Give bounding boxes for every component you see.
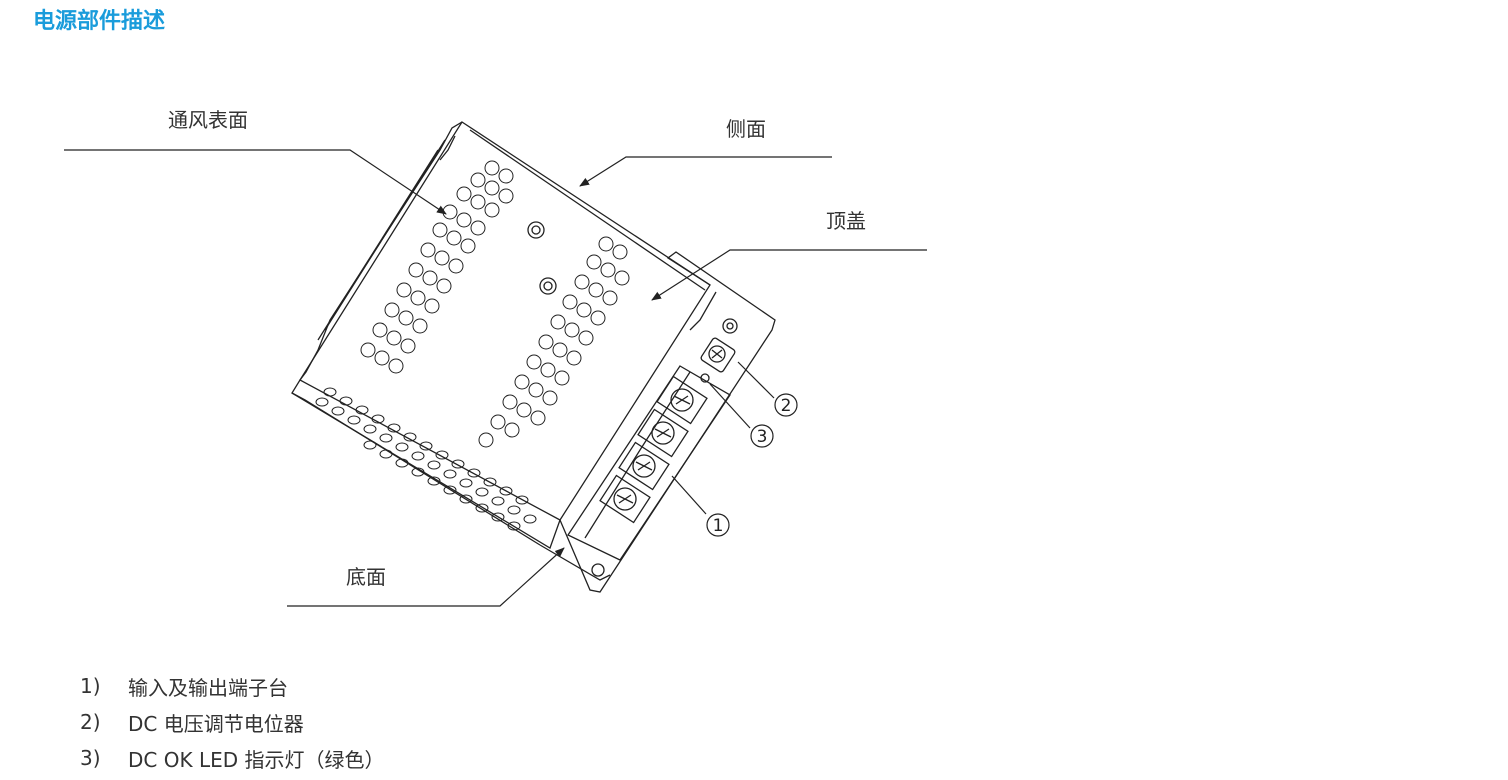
svg-text:顶盖: 顶盖 <box>826 209 866 233</box>
vent-holes-top-left <box>360 160 514 374</box>
power-supply-diagram: 通风表面 侧面 顶盖 底面 1 2 3 <box>64 108 927 607</box>
marker-2: 2 <box>737 361 798 417</box>
callout-vent-surface: 通风表面 <box>64 108 447 215</box>
list-item: 2) DC 电压调节电位器 <box>80 704 384 740</box>
svg-text:底面: 底面 <box>346 565 386 589</box>
svg-text:1: 1 <box>713 516 724 536</box>
item-number: 2) <box>80 710 101 734</box>
svg-text:2: 2 <box>781 396 792 416</box>
marker-3: 3 <box>709 383 774 448</box>
item-description: DC 电压调节电位器 <box>128 711 304 736</box>
item-number: 1) <box>80 674 101 698</box>
parts-list: 1) 输入及输出端子台 2) DC 电压调节电位器 3) DC OK LED 指… <box>80 668 384 776</box>
svg-text:侧面: 侧面 <box>726 117 766 141</box>
section-title: 电源部件描述 <box>33 9 166 34</box>
item-description: DC OK LED 指示灯（绿色） <box>128 747 385 772</box>
callout-side: 侧面 <box>579 117 832 187</box>
vent-holes-side <box>315 387 537 531</box>
item-number: 3) <box>80 746 101 770</box>
list-item: 3) DC OK LED 指示灯（绿色） <box>80 740 384 776</box>
svg-text:通风表面: 通风表面 <box>168 108 248 132</box>
list-item: 1) 输入及输出端子台 <box>80 668 384 704</box>
callout-bottom: 底面 <box>287 547 565 607</box>
callout-top-cover: 顶盖 <box>651 209 927 301</box>
power-supply-body <box>291 121 776 593</box>
item-description: 输入及输出端子台 <box>128 675 288 700</box>
marker-1: 1 <box>671 475 730 537</box>
vent-holes-top-right <box>478 236 630 448</box>
svg-text:3: 3 <box>757 427 768 447</box>
